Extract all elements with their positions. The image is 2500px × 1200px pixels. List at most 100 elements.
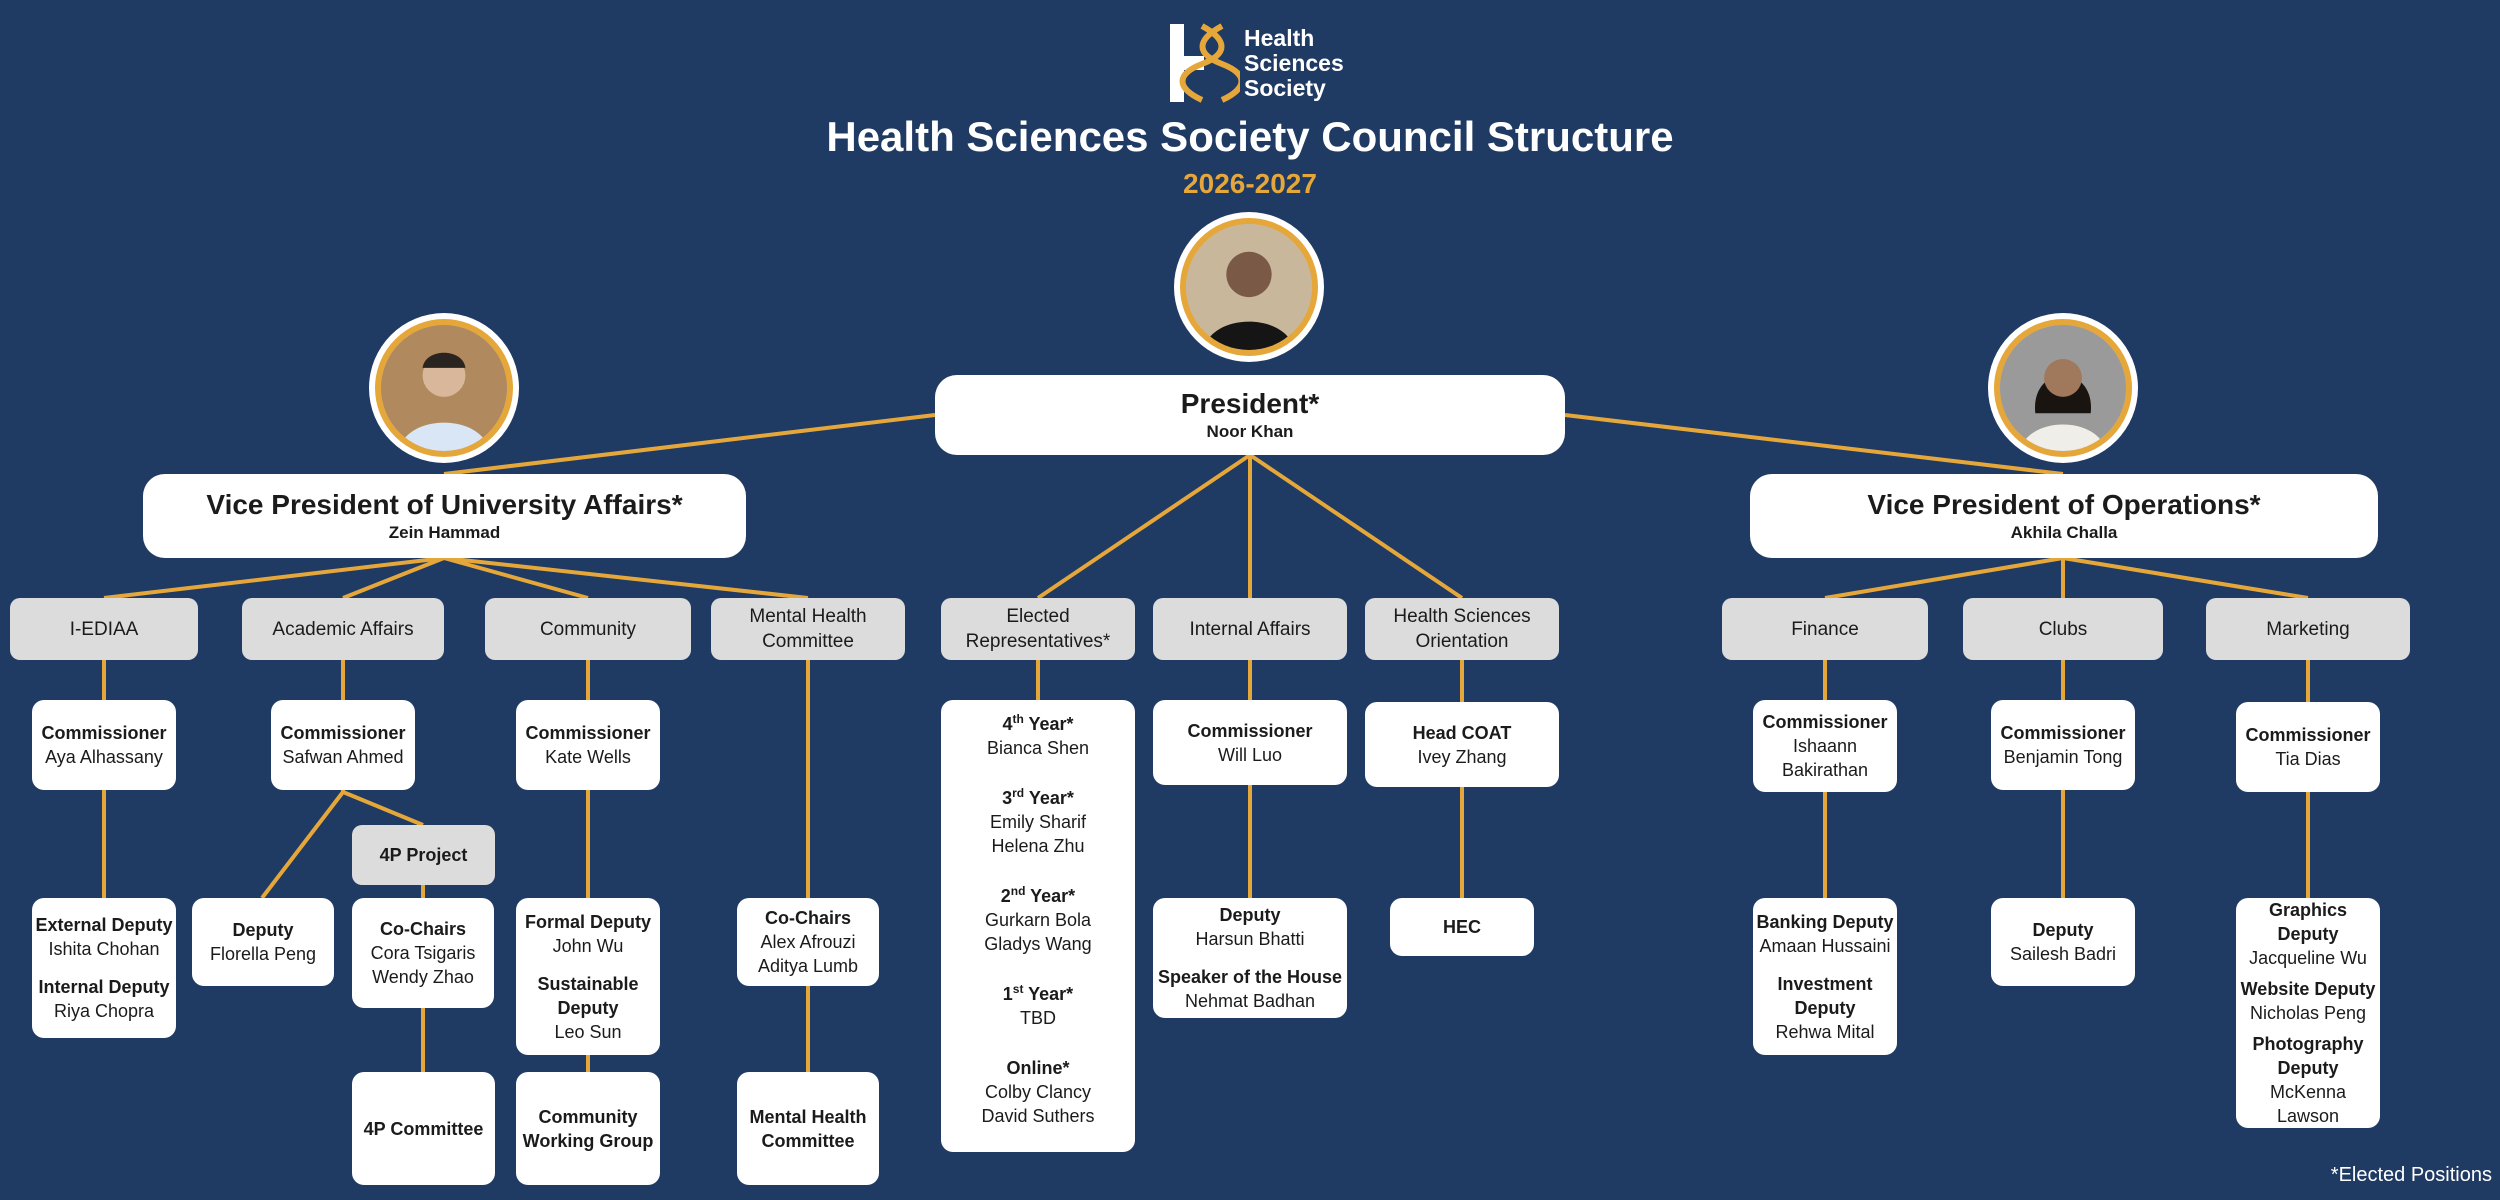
role: Commissioner (2000, 723, 2126, 743)
dept-finance: Finance (1722, 598, 1928, 660)
rep-group-label: Online* (1006, 1058, 1070, 1078)
hec-label: HEC (1442, 917, 1481, 937)
logo-word: Society (1244, 75, 1326, 101)
rep-group-label: 3rd Year* (1002, 786, 1074, 810)
logo-word: Sciences (1244, 50, 1344, 76)
rep-suffix: nd (1010, 884, 1026, 898)
commissioner-internal: Commissioner Will Luo (1153, 700, 1347, 785)
cochairs-mental-health: Co-Chairs Alex Afrouzi Aditya Lumb (737, 898, 879, 986)
dept-label: Orientation (1415, 631, 1509, 652)
role: Head COAT (1412, 722, 1512, 743)
connector (342, 556, 445, 600)
person-name: Kate Wells (545, 747, 631, 767)
dept-label: Clubs (2038, 618, 2088, 640)
connector (443, 556, 589, 600)
rep-suffix: th (1012, 712, 1024, 726)
rep-suffix: st (1012, 982, 1024, 996)
person-name: Bianca Shen (986, 738, 1090, 758)
connector (1564, 413, 2064, 476)
person-name: Leo Sun (554, 1021, 622, 1042)
connector (2062, 556, 2309, 600)
dept-label: Marketing (2266, 618, 2350, 640)
dept-label: Finance (1791, 618, 1859, 640)
person-name: Amaan Hussaini (1759, 935, 1891, 956)
role: Commissioner (41, 723, 167, 743)
page-title: Health Sciences Society Council Structur… (826, 113, 1674, 160)
dept-elected-representatives: Elected Representatives* (941, 598, 1135, 660)
rep-group-label: 4th Year* (1002, 712, 1073, 736)
connector (1036, 453, 1252, 600)
person-name: Wendy Zhao (372, 967, 474, 987)
president-card: President* Noor Khan (935, 375, 1565, 455)
dept-label: Community (539, 618, 637, 640)
person-name: Aditya Lumb (757, 956, 859, 976)
logo-helix-icon (1170, 23, 1240, 103)
president-photo (1174, 212, 1324, 362)
committee-label: 4P Committee (363, 1118, 484, 1139)
person-name: Bakirathan (1781, 760, 1869, 780)
committee-4p: 4P Committee (352, 1072, 495, 1185)
role: Deputy (1219, 905, 1281, 925)
role: Commissioner (280, 723, 406, 743)
deputy-academic: Deputy Florella Peng (192, 898, 334, 986)
dept-label: Mental Health (749, 606, 867, 627)
rep-label: Year* (1024, 788, 1074, 808)
committee-label: Working Group (522, 1130, 654, 1151)
deputies-community: Formal Deputy John Wu Sustainable Deputy… (516, 898, 660, 1055)
dept-label: Committee (762, 631, 854, 652)
person-name: Will Luo (1217, 744, 1283, 765)
dept-label: Elected (1006, 606, 1070, 627)
person-name: Tia Dias (2275, 749, 2341, 769)
dept-internal-affairs: Internal Affairs (1153, 598, 1347, 660)
dept-label: Representatives* (965, 631, 1111, 652)
role: Deputy (2277, 1058, 2339, 1078)
person-name: Rehwa Mital (1775, 1021, 1875, 1042)
person-name: TBD (1020, 1008, 1056, 1028)
person-name: McKenna (2269, 1082, 2347, 1102)
person-name: Ishaann (1792, 736, 1858, 756)
role: Sustainable (537, 973, 639, 994)
rep-group-label: 2nd Year* (1001, 884, 1075, 908)
person-name: Aya Alhassany (45, 747, 163, 767)
logo: Health Sciences Society (1168, 20, 1348, 106)
dept-academic-affairs: Academic Affairs (242, 598, 444, 660)
cochairs-4p: Co-Chairs Cora Tsigaris Wendy Zhao (352, 898, 494, 1008)
role: Commissioner (525, 723, 651, 743)
role: Deputy (2032, 920, 2094, 940)
role: Deputy (557, 997, 619, 1018)
person-name: Colby Clancy (984, 1082, 1092, 1102)
commissioner-iediaa: Commissioner Aya Alhassany (32, 700, 176, 790)
role: Deputy (232, 920, 294, 940)
connector (443, 413, 936, 476)
dept-label: Health Sciences (1393, 606, 1531, 627)
committee-label: Community (538, 1106, 638, 1127)
person-name: Nehmat Badhan (1184, 991, 1316, 1011)
elected-representatives-card: 4th Year* Bianca Shen 3rd Year* Emily Sh… (941, 700, 1135, 1152)
person-name: Cora Tsigaris (370, 943, 476, 963)
person-name: Emily Sharif (989, 812, 1087, 832)
vp-university-affairs-photo (369, 313, 519, 463)
person-portrait-icon (381, 325, 507, 451)
person-name: Ivey Zhang (1417, 746, 1507, 767)
person-name: Riya Chopra (53, 1001, 155, 1021)
dept-clubs: Clubs (1963, 598, 2163, 660)
logo-text: Health Sciences Society (1244, 26, 1344, 101)
deputies-marketing: Graphics Deputy Jacqueline Wu Website De… (2236, 898, 2380, 1128)
person-name: David Suthers (981, 1106, 1095, 1126)
president-name: Noor Khan (1206, 422, 1294, 441)
dept-iediaa: I-EDIAA (10, 598, 198, 660)
role: Formal Deputy (524, 911, 652, 932)
deputies-internal: Deputy Harsun Bhatti Speaker of the Hous… (1153, 898, 1347, 1018)
deputies-iediaa: External Deputy Ishita Chohan Internal D… (32, 898, 176, 1038)
person-name: Harsun Bhatti (1195, 929, 1305, 949)
person-name: Helena Zhu (991, 836, 1085, 856)
person-name: Safwan Ahmed (282, 747, 404, 767)
person-name: Gladys Wang (984, 934, 1092, 954)
role: Website Deputy (2240, 979, 2376, 999)
commissioner-marketing: Commissioner Tia Dias (2236, 702, 2380, 792)
rep-label: Year* (1023, 984, 1074, 1004)
dept-marketing: Marketing (2206, 598, 2410, 660)
mental-health-committee: Mental Health Committee (737, 1072, 879, 1185)
person-name: Lawson (2276, 1106, 2340, 1126)
person-name: Alex Afrouzi (760, 932, 856, 952)
